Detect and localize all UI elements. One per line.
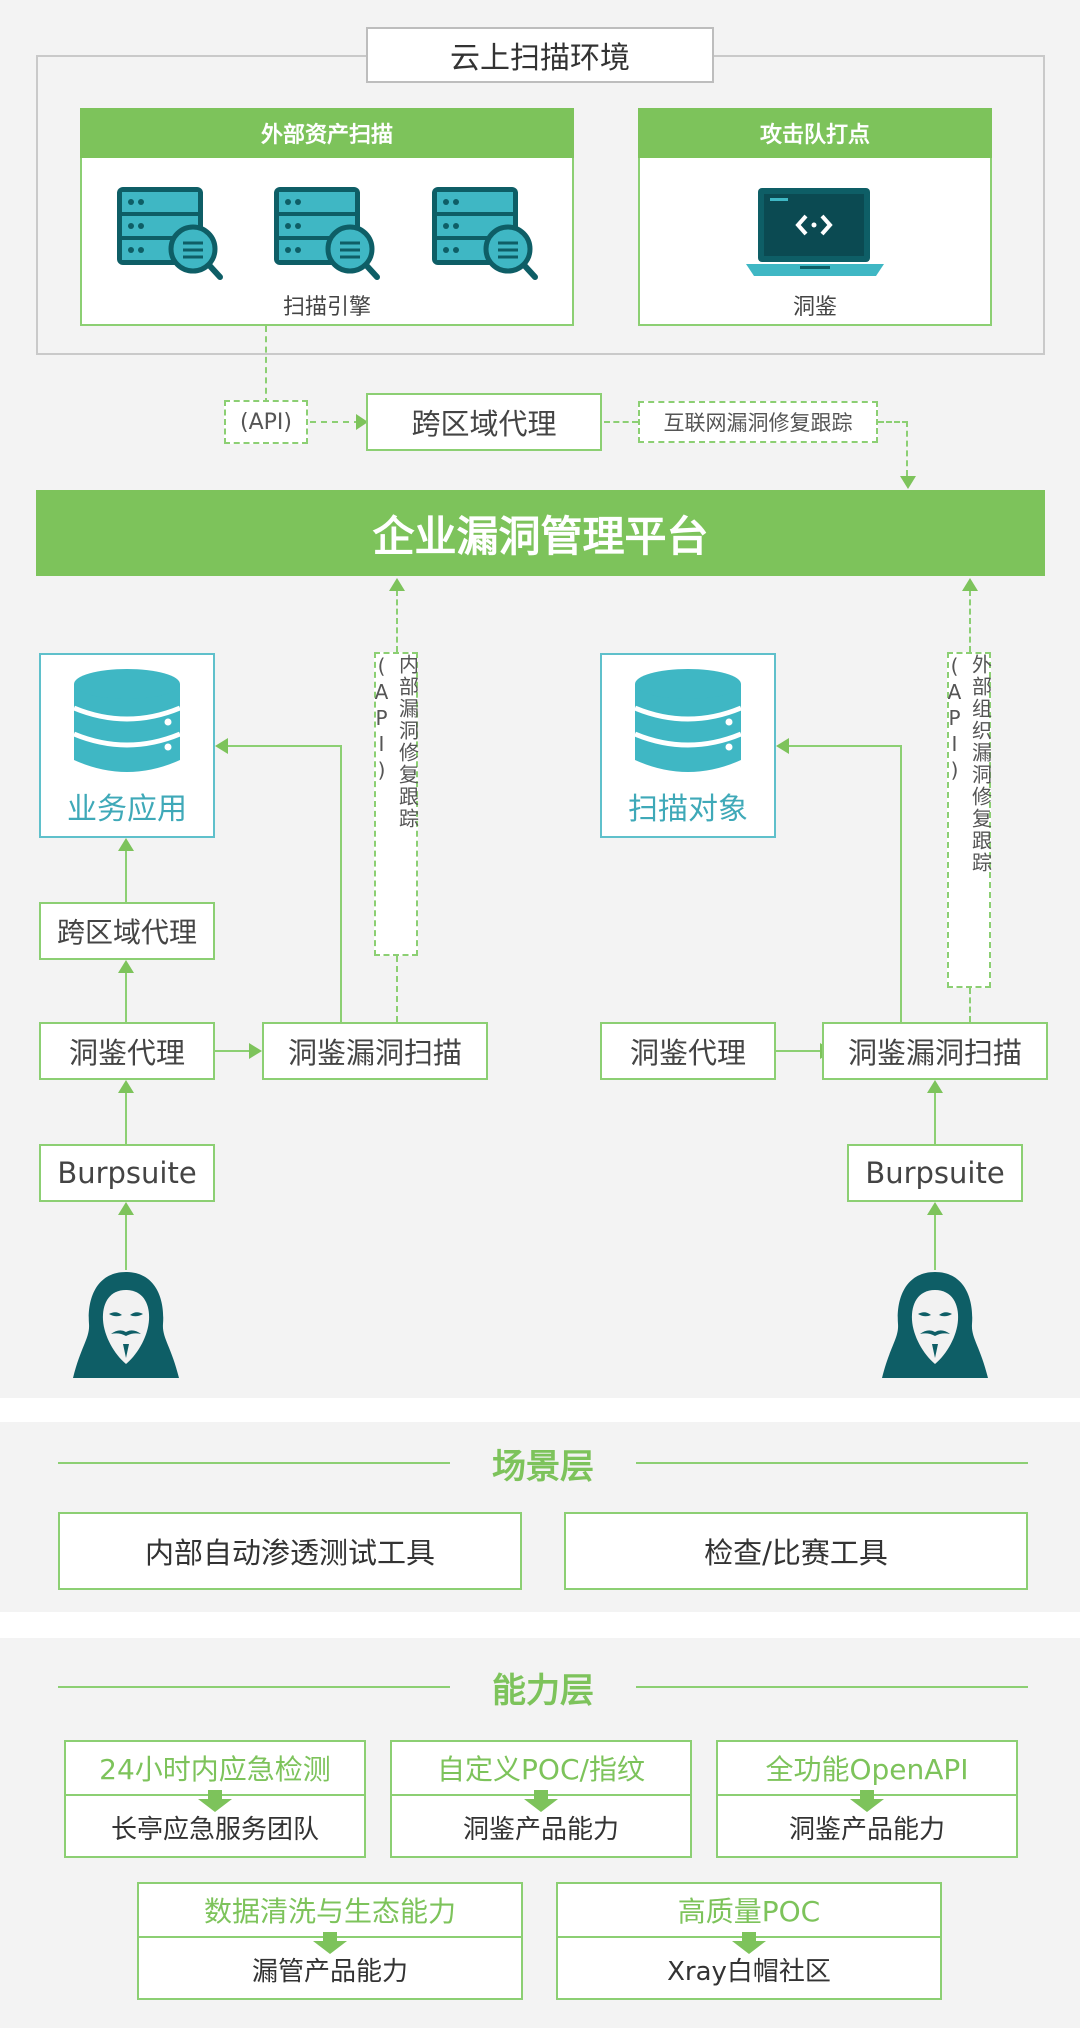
arrow-up-icon (118, 1080, 134, 1093)
divider (58, 1462, 450, 1464)
capability-card-bottom: 洞鉴产品能力 (392, 1798, 690, 1856)
capability-card: 数据清洗与生态能力 漏管产品能力 (137, 1882, 523, 2000)
capability-card-bottom: 洞鉴产品能力 (718, 1798, 1016, 1856)
capability-card: 全功能OpenAPI 洞鉴产品能力 (716, 1740, 1018, 1858)
divider (636, 1686, 1028, 1688)
arrow-up-icon (118, 838, 134, 851)
server-scan-icon (430, 185, 540, 280)
capability-card-bottom: Xray白帽社区 (558, 1940, 940, 1998)
external-org-vuln-tracking-label: 外部组织漏洞修复跟踪(API) (947, 652, 991, 988)
hacker-icon (69, 1268, 183, 1382)
connector (969, 590, 971, 652)
capability-card: 自定义POC/指纹 洞鉴产品能力 (390, 1740, 692, 1858)
capability-card-top: 数据清洗与生态能力 (139, 1884, 521, 1938)
server-scan-icon (272, 185, 382, 280)
connector (934, 1214, 936, 1270)
connector (776, 1050, 822, 1052)
cross-region-proxy-left: 跨区域代理 (39, 902, 215, 960)
capability-card: 24小时内应急检测 长亭应急服务团队 (64, 1740, 366, 1858)
attack-team-header: 攻击队打点 (638, 108, 992, 158)
internal-vuln-tracking-label: 内部漏洞修复跟踪(API) (374, 652, 418, 956)
api-label: (API) (224, 400, 308, 444)
connector (125, 850, 127, 902)
capability-card-top: 24小时内应急检测 (66, 1742, 364, 1796)
arrow-down-icon (900, 476, 916, 489)
capability-card-top: 自定义POC/指纹 (392, 1742, 690, 1796)
dongjian-caption: 洞鉴 (638, 288, 992, 322)
scene-item: 内部自动渗透测试工具 (58, 1512, 522, 1590)
capability-card-bottom: 漏管产品能力 (139, 1940, 521, 1998)
connector (125, 1214, 127, 1270)
hacker-icon (878, 1268, 992, 1382)
database-icon (633, 668, 743, 776)
arrow-up-icon (927, 1080, 943, 1093)
laptop-code-icon (740, 186, 890, 278)
business-app-label: 业务应用 (39, 784, 215, 828)
connector (125, 972, 127, 1022)
divider (636, 1462, 1028, 1464)
connector (969, 988, 971, 1022)
connector (900, 745, 902, 1022)
burpsuite-right: Burpsuite (847, 1144, 1023, 1202)
server-scan-icon (115, 185, 225, 280)
internet-vuln-tracking-label: 互联网漏洞修复跟踪 (638, 401, 878, 443)
tracking-connector-h (878, 421, 908, 423)
api-dashed-connector (265, 326, 267, 404)
arrow-left-icon (776, 738, 789, 754)
dongjian-vuln-scan-right: 洞鉴漏洞扫描 (822, 1022, 1048, 1080)
dongjian-vuln-scan-left: 洞鉴漏洞扫描 (262, 1022, 488, 1080)
dongjian-agent-right: 洞鉴代理 (600, 1022, 776, 1080)
arrow-right-icon (249, 1043, 262, 1059)
connector (125, 1092, 127, 1144)
connector (228, 745, 342, 747)
dongjian-agent-left: 洞鉴代理 (39, 1022, 215, 1080)
vuln-management-platform: 企业漏洞管理平台 (36, 490, 1045, 576)
arrow-up-icon (118, 1202, 134, 1215)
cross-region-proxy-top: 跨区域代理 (366, 393, 602, 451)
cloud-environment-title: 云上扫描环境 (366, 27, 714, 83)
proxy-to-tracking-connector (604, 421, 638, 423)
external-asset-scan-header: 外部资产扫描 (80, 108, 574, 158)
api-to-proxy-connector (310, 421, 360, 423)
scan-target-label: 扫描对象 (600, 784, 776, 828)
connector (396, 590, 398, 652)
arrow-up-icon (389, 578, 405, 591)
capability-card-top: 全功能OpenAPI (718, 1742, 1016, 1796)
scene-item: 检查/比赛工具 (564, 1512, 1028, 1590)
arrow-left-icon (215, 738, 228, 754)
arrow-up-icon (118, 960, 134, 973)
scene-layer-title: 场景层 (450, 1440, 636, 1486)
connector (396, 956, 398, 1022)
scan-engine-caption: 扫描引擎 (80, 288, 574, 322)
capability-card-bottom: 长亭应急服务团队 (66, 1798, 364, 1856)
connector (789, 745, 902, 747)
arrow-up-icon (927, 1202, 943, 1215)
capability-card-top: 高质量POC (558, 1884, 940, 1938)
tracking-connector-v (906, 421, 908, 476)
connector (215, 1050, 251, 1052)
connector (340, 745, 342, 1022)
database-icon (72, 668, 182, 776)
capability-card: 高质量POC Xray白帽社区 (556, 1882, 942, 2000)
capability-layer-title: 能力层 (450, 1664, 636, 1710)
divider (58, 1686, 450, 1688)
connector (934, 1092, 936, 1144)
burpsuite-left: Burpsuite (39, 1144, 215, 1202)
arrow-up-icon (962, 578, 978, 591)
